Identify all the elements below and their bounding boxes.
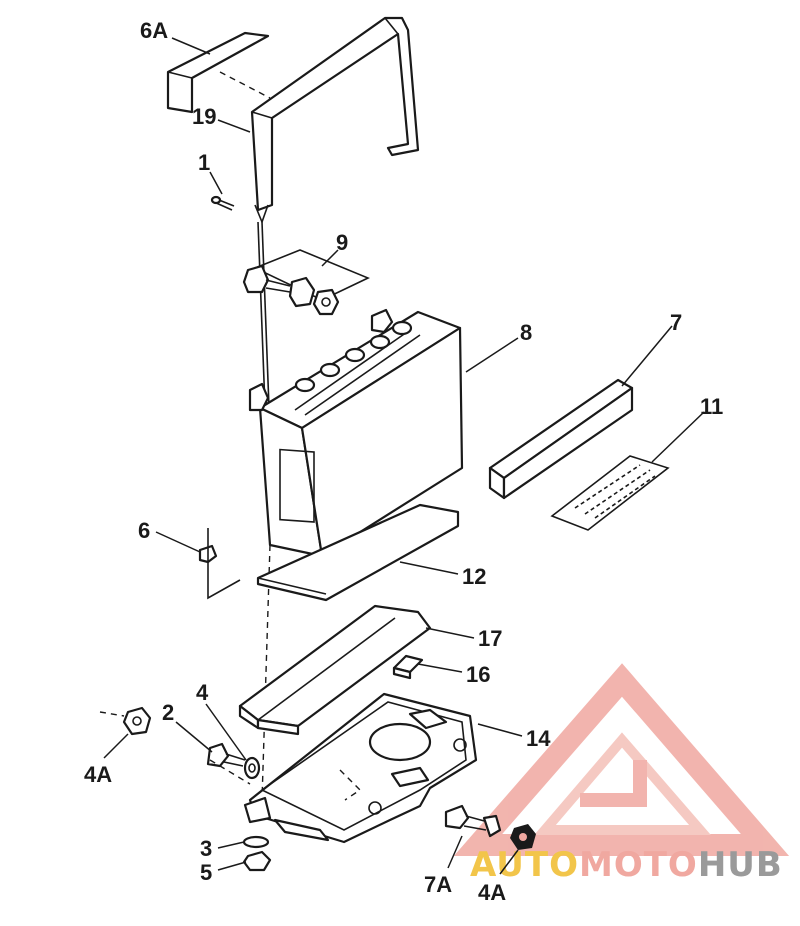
callout-3: 3	[200, 836, 212, 861]
callout-2: 2	[162, 700, 174, 725]
watermark-auto: AUTO	[470, 845, 579, 885]
callout-11: 11	[700, 394, 723, 419]
part-7-spacer	[488, 378, 634, 500]
callout-19: 19	[192, 104, 216, 129]
callout-9: 9	[336, 230, 348, 255]
callout-6a: 6A	[140, 18, 168, 43]
part-7a-bolt	[444, 804, 502, 838]
part-19-strap	[219, 16, 420, 225]
part-4-washer	[243, 756, 261, 780]
callout-4: 4	[196, 680, 209, 705]
part-14-tray	[243, 692, 478, 844]
callout-4a-right: 4A	[478, 880, 506, 905]
part-6a-pad	[166, 31, 270, 114]
watermark-text: AUTOMOTOHUB	[470, 845, 783, 885]
callout-4a-left: 4A	[84, 762, 112, 787]
part-12-pad	[256, 503, 460, 602]
part-17-liner	[238, 604, 432, 736]
callout-labels: 6A 19 1 9 8 7 11 6 12 17 16 14 4 2 4A 3 …	[84, 18, 723, 905]
part-16-small-pad	[392, 654, 424, 680]
callout-14: 14	[526, 726, 551, 751]
watermark-logo	[453, 663, 790, 856]
callout-8: 8	[520, 320, 532, 345]
part-6-clip	[198, 528, 241, 600]
part-1-cotter-pin	[210, 195, 235, 211]
part-4a-right-nut	[510, 824, 536, 850]
battery-cell-caps	[294, 320, 413, 393]
part-5-nut	[242, 850, 272, 872]
callout-6: 6	[138, 518, 150, 543]
callout-12: 12	[462, 564, 486, 589]
part-11-decal	[550, 455, 670, 531]
part-3-washer	[242, 835, 270, 849]
callout-7: 7	[670, 310, 682, 335]
callout-5: 5	[200, 860, 212, 885]
watermark-hub: HUB	[698, 845, 783, 885]
part-9-terminal-hardware	[242, 249, 370, 316]
part-8-battery	[248, 308, 464, 558]
callout-17: 17	[478, 626, 502, 651]
part-2-bolt	[206, 742, 246, 768]
callout-1: 1	[198, 150, 210, 175]
callout-16: 16	[466, 662, 490, 687]
callout-7a: 7A	[424, 872, 452, 897]
leader-lines	[103, 37, 705, 875]
watermark-moto: MOTO	[579, 845, 698, 885]
part-4a-left-nut	[99, 706, 152, 736]
